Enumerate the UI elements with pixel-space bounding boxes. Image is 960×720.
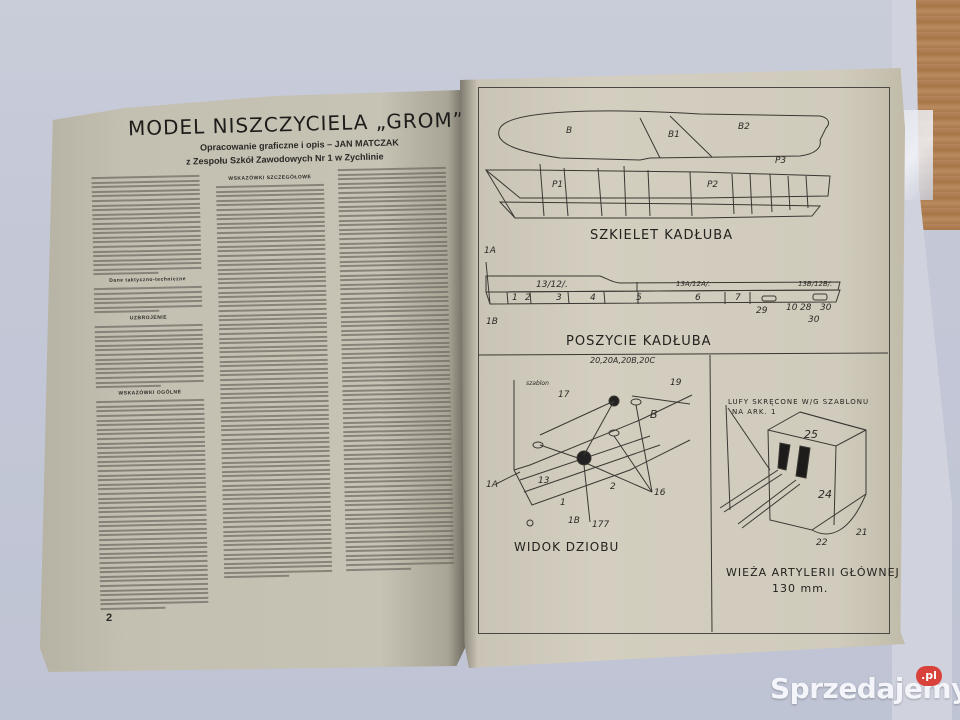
part-label-5: 5: [636, 293, 642, 303]
part-label-b2: B2: [738, 122, 750, 132]
part-label-16: 16: [654, 488, 666, 498]
part-label-b-bow: B: [650, 408, 658, 421]
turret-note-line2: NA ARK. 1: [732, 408, 777, 416]
part-label-21: 21: [856, 528, 868, 538]
part-label-13-12: 13/12/.: [536, 280, 568, 290]
part-label-b: B: [566, 126, 573, 136]
part-label-p3: P3: [775, 156, 787, 166]
part-label-24: 24: [818, 488, 832, 501]
part-label-2-bow: 2: [610, 482, 616, 492]
caption-hull-plating: POSZYCIE KADŁUBA: [566, 334, 712, 349]
part-label-20: 20,20A,20B,20C: [590, 356, 656, 365]
page-number: 2: [106, 612, 113, 624]
part-label-1b: 1B: [486, 317, 498, 327]
part-label-6: 6: [695, 293, 701, 303]
part-label-1a-bow: 1A: [486, 480, 498, 490]
part-label-b1: B1: [668, 130, 680, 140]
part-label-177: 177: [592, 520, 610, 530]
part-label-19: 19: [670, 378, 682, 388]
caption-bow-view: WIDOK DZIOBU: [514, 540, 620, 554]
part-label-29: 30: [808, 315, 820, 325]
part-label-p1: P1: [552, 180, 564, 190]
watermark-badge: .pl: [916, 666, 942, 686]
part-label-1a: 1A: [484, 246, 496, 256]
part-label-2: 2: [525, 293, 531, 303]
caption-main-turret: WIEŻA ARTYLERII GŁÓWNEJ: [726, 566, 900, 579]
part-label-28: 28: [800, 303, 812, 313]
drawing-frame: [478, 87, 890, 634]
part-label-1-bow: 1: [560, 498, 566, 508]
part-label-26: 29: [756, 306, 768, 316]
part-label-30: 30: [820, 303, 832, 313]
part-label-4: 4: [590, 293, 596, 303]
right-page: [460, 68, 905, 668]
part-label-3: 3: [556, 293, 562, 303]
part-label-13b-12b: 13B/12B/.: [798, 280, 833, 288]
part-label-13-bow: 13: [538, 476, 550, 486]
part-label-1b-bow: 1B: [568, 516, 580, 526]
part-label-1: 1: [512, 293, 518, 303]
part-label-22: 22: [816, 538, 828, 548]
part-label-17: 17: [558, 390, 570, 400]
part-label-10: 10: [786, 303, 798, 313]
caption-turret-caliber: 130 mm.: [772, 582, 829, 595]
caption-hull-skeleton: SZKIELET KADŁUBA: [590, 228, 734, 243]
part-label-25: 25: [804, 428, 818, 441]
part-label-13a-12a: 13A/12A/.: [676, 280, 711, 288]
turret-note-line1: LUFY SKRĘCONE W/G SZABLONU: [728, 398, 870, 406]
part-label-7: 7: [735, 293, 741, 303]
part-label-szablon: szablon: [526, 380, 549, 387]
part-label-p2: P2: [707, 180, 719, 190]
